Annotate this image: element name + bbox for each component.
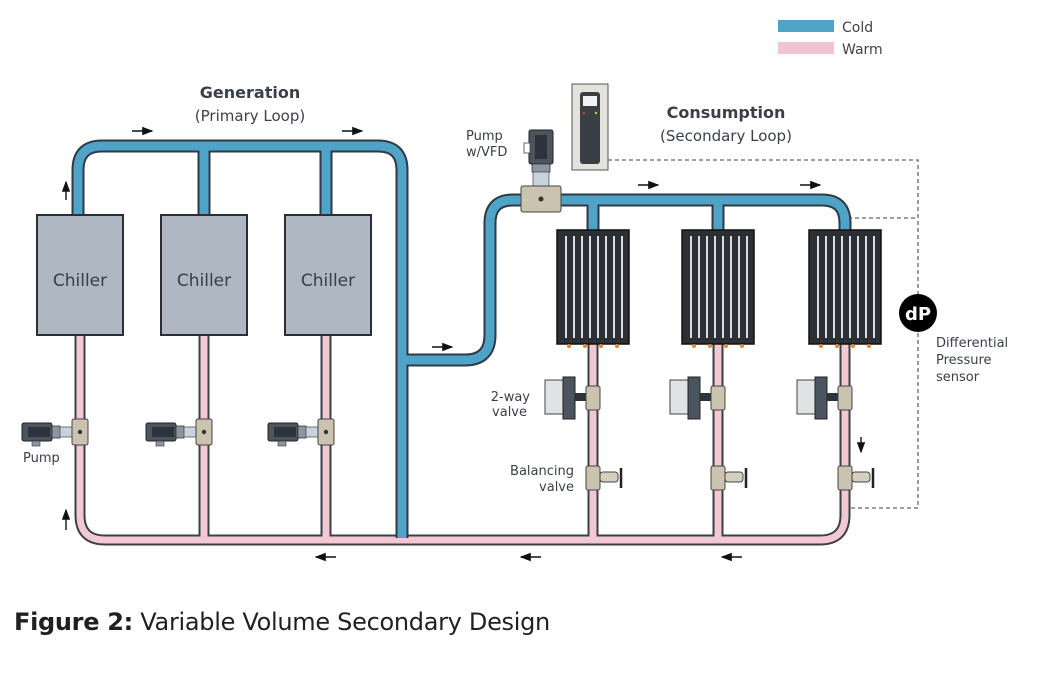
chiller-label: Chiller — [301, 271, 355, 291]
two-way-valve — [544, 376, 601, 420]
balancing-valve-label-line1: Balancing — [510, 464, 574, 479]
primary-pump-3 — [267, 418, 335, 447]
balancing-valve — [710, 465, 748, 491]
generation-subtitle: (Primary Loop) — [195, 107, 305, 125]
pump-vfd-label-line1: Pump — [466, 129, 503, 144]
figure-caption: Figure 2: Variable Volume Secondary Desi… — [14, 608, 550, 636]
legend-swatch-warm — [778, 42, 834, 54]
sensor-label-line1: Differential — [936, 336, 1008, 351]
legend-swatch-cold — [778, 20, 834, 32]
dp-badge-text: dP — [905, 304, 931, 325]
coil-branch-3 — [796, 229, 882, 491]
legend-label-warm: Warm — [842, 42, 883, 58]
coil-branch-1 — [544, 229, 630, 491]
differential-pressure-sensor: dP — [899, 294, 937, 332]
consumption-title: Consumption — [667, 103, 786, 122]
flow-arrows — [61, 126, 866, 562]
cold-supply-pipes — [71, 139, 852, 538]
chiller-3: Chiller — [284, 214, 372, 336]
cooling-coil — [808, 229, 882, 345]
figure-caption-text: Variable Volume Secondary Design — [132, 608, 550, 636]
warm-return-pipes — [74, 335, 851, 546]
balancing-valve — [837, 465, 875, 491]
control-wiring — [608, 159, 919, 509]
two-way-valve — [669, 376, 726, 420]
chiller-label: Chiller — [53, 271, 107, 291]
hvac-diagram: Cold Warm Generation (Primary Loop) Cons… — [21, 20, 1008, 562]
cooling-coil — [556, 229, 630, 345]
vfd-drive — [571, 83, 609, 171]
two-way-valve — [796, 376, 853, 420]
pump-vfd-label-line2: w/VFD — [466, 145, 507, 160]
primary-pump-1 — [21, 418, 89, 447]
legend: Cold Warm — [778, 20, 883, 58]
chiller-label: Chiller — [177, 271, 231, 291]
balancing-valve-label-line2: valve — [539, 480, 574, 495]
chiller-2: Chiller — [160, 214, 248, 336]
balancing-valve — [585, 465, 623, 491]
figure-caption-prefix: Figure 2: — [14, 608, 133, 636]
two-way-valve-label-line2: valve — [492, 405, 527, 420]
primary-pump-2 — [145, 418, 213, 447]
pump-label: Pump — [23, 451, 60, 466]
secondary-pump-vfd — [520, 129, 562, 213]
legend-label-cold: Cold — [842, 20, 873, 36]
coil-branch-2 — [669, 229, 755, 491]
two-way-valve-label-line1: 2-way — [491, 390, 531, 405]
chiller-1: Chiller — [36, 214, 124, 336]
consumption-subtitle: (Secondary Loop) — [660, 127, 792, 145]
sensor-label-line2: Pressure — [936, 353, 992, 368]
generation-title: Generation — [200, 83, 300, 102]
sensor-label-line3: sensor — [936, 370, 980, 385]
cooling-coil — [681, 229, 755, 345]
